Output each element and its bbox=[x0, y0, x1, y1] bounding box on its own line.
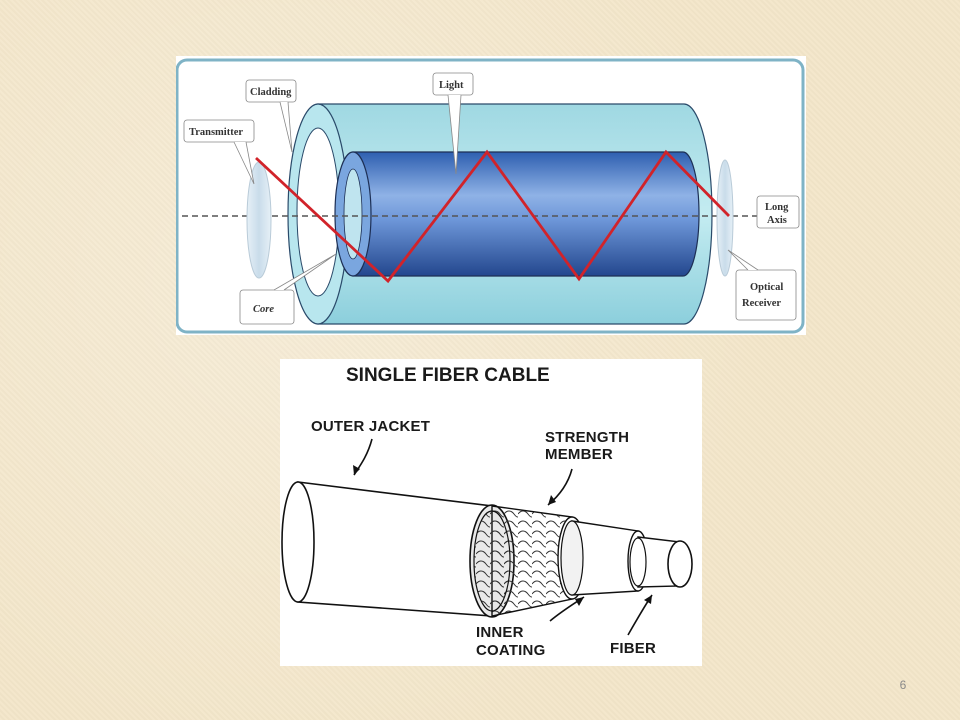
light-ray bbox=[255, 149, 730, 284]
fiber-core bbox=[629, 536, 693, 588]
inner-coating-label-line1: INNER bbox=[476, 624, 524, 641]
light-label: Light bbox=[439, 80, 464, 91]
single-fiber-cable-diagram: SINGLE FIBER CABLE bbox=[280, 359, 702, 666]
optical-receiver-label-line2: Receiver bbox=[742, 298, 781, 309]
core-callout: Core bbox=[239, 253, 337, 325]
cable-title: SINGLE FIBER CABLE bbox=[346, 365, 550, 386]
strength-member-label-line2: MEMBER bbox=[545, 446, 613, 463]
optical-receiver-label-line1: Optical bbox=[750, 282, 783, 293]
optical-receiver-callout: Optical Receiver bbox=[727, 249, 797, 321]
outer-jacket-label: OUTER JACKET bbox=[311, 418, 430, 435]
strength-member-label-line1: STRENGTH bbox=[545, 429, 629, 446]
long-axis-callout: Long Axis bbox=[756, 195, 800, 229]
fiber-propagation-diagram: Light Cladding Transmitter Core bbox=[176, 56, 806, 335]
light-callout: Light bbox=[432, 72, 474, 175]
long-axis-label-line2: Axis bbox=[767, 215, 787, 226]
inner-coating-label-line2: COATING bbox=[476, 642, 545, 659]
cladding-callout: Cladding bbox=[245, 79, 297, 153]
cladding-label: Cladding bbox=[250, 87, 292, 98]
core-label: Core bbox=[253, 304, 274, 315]
fiber-label: FIBER bbox=[610, 640, 656, 657]
long-axis-label-line1: Long bbox=[765, 202, 789, 213]
core-cylinder bbox=[334, 151, 700, 277]
transmitter-callout: Transmitter bbox=[183, 119, 255, 185]
transmitter-label: Transmitter bbox=[189, 127, 243, 138]
transmitter-lens bbox=[246, 161, 272, 279]
receiver-lens bbox=[716, 159, 734, 277]
page-number: 6 bbox=[899, 678, 907, 692]
